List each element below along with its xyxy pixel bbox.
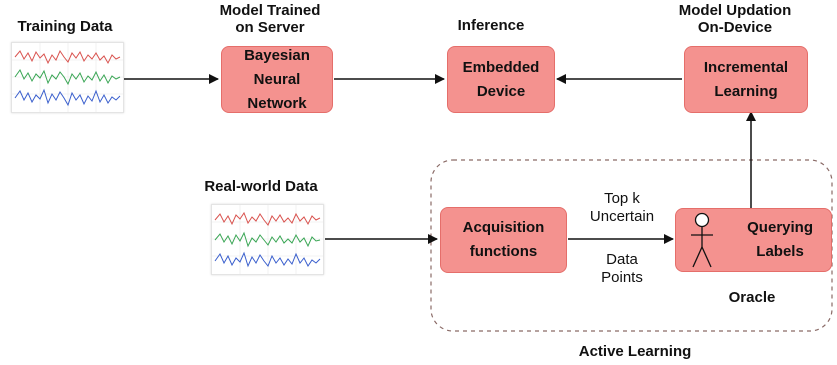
acquisition-functions-box: Acquisition functions bbox=[440, 207, 567, 273]
top-k-uncertain-label: Top k Uncertain bbox=[589, 190, 655, 225]
querying-labels-text: Querying Labels bbox=[747, 219, 813, 260]
embedded-device-box: Embedded Device bbox=[447, 46, 555, 113]
data-points-label: Data Points bbox=[601, 251, 643, 286]
line-chart-thumbnail-icon bbox=[212, 205, 323, 274]
real-world-data-plot bbox=[211, 204, 324, 275]
line-chart-thumbnail-icon bbox=[12, 43, 123, 112]
incremental-learning-box: Incremental Learning bbox=[684, 46, 808, 113]
training-data-label: Training Data bbox=[17, 18, 113, 35]
model-updation-label: Model Updation On-Device bbox=[678, 2, 792, 36]
stick-figure-icon bbox=[691, 212, 713, 268]
inference-label: Inference bbox=[457, 17, 525, 34]
training-data-plot bbox=[11, 42, 124, 113]
model-trained-label: Model Trained on Server bbox=[219, 2, 321, 36]
oracle-label: Oracle bbox=[728, 289, 776, 306]
querying-labels-box: Querying Labels bbox=[675, 208, 832, 272]
bayesian-neural-network-box: Bayesian Neural Network bbox=[221, 46, 333, 113]
real-world-data-label: Real-world Data bbox=[204, 178, 318, 195]
active-learning-label: Active Learning bbox=[578, 343, 692, 360]
